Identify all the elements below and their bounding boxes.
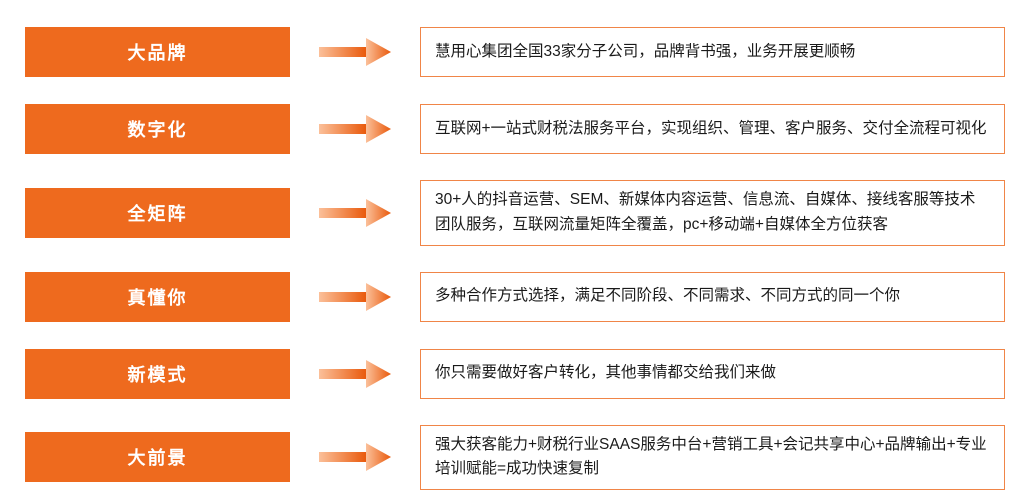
feature-row: 新模式 你只需要做好客户转化，其他事情都交给我们来做	[25, 348, 1005, 400]
feature-description-box: 强大获客能力+财税行业SAAS服务中台+营销工具+会记共享中心+品牌输出+专业培…	[420, 424, 1005, 491]
arrow-right-icon	[290, 114, 420, 144]
arrow-right-icon	[290, 442, 420, 472]
feature-row: 大品牌 慧用心集团全国33家分子公司，品牌背书强，业务开展更顺畅	[25, 26, 1005, 78]
feature-description: 强大获客能力+财税行业SAAS服务中台+营销工具+会记共享中心+品牌输出+专业培…	[435, 435, 987, 478]
feature-label-box: 数字化	[25, 104, 290, 154]
feature-description-box: 多种合作方式选择，满足不同阶段、不同需求、不同方式的同一个你	[420, 271, 1005, 322]
feature-label-box: 真懂你	[25, 271, 290, 322]
feature-label: 全矩阵	[127, 203, 188, 224]
feature-label-box: 大前景	[25, 432, 290, 483]
feature-description-box: 你只需要做好客户转化，其他事情都交给我们来做	[420, 348, 1005, 399]
feature-description: 你只需要做好客户转化，其他事情都交给我们来做	[435, 364, 777, 382]
feature-label: 新模式	[127, 364, 188, 385]
feature-description: 慧用心集团全国33家分子公司，品牌背书强，业务开展更顺畅	[435, 42, 856, 60]
feature-row: 大前景 强大获客能力+财税行业SAAS服务中台+营销工具+会记共享中心+品牌输出…	[25, 424, 1005, 491]
feature-label: 大前景	[127, 448, 188, 469]
arrow-right-icon	[290, 37, 420, 67]
feature-label: 大品牌	[127, 43, 188, 63]
feature-description-box: 互联网+一站式财税法服务平台，实现组织、管理、客户服务、交付全流程可视化	[420, 104, 1005, 154]
feature-row: 数字化 互联网+一站式财税法服务平台，实现组织、管理、客户服务、交付全流程可视化	[25, 103, 1005, 155]
feature-row: 全矩阵 30+人的抖音运营、SEM、新媒体内容运营、信息流、自媒体、接线客服等技…	[25, 180, 1005, 246]
feature-rows: 大品牌 慧用心集团全国33家分子公司，品牌背书强，业务开展更顺畅 数字化	[25, 26, 1005, 491]
feature-label: 真懂你	[127, 287, 188, 308]
arrow-right-icon	[290, 198, 420, 228]
feature-description: 30+人的抖音运营、SEM、新媒体内容运营、信息流、自媒体、接线客服等技术团队服…	[435, 191, 976, 233]
feature-description-box: 慧用心集团全国33家分子公司，品牌背书强，业务开展更顺畅	[420, 27, 1005, 77]
arrow-right-icon	[290, 282, 420, 312]
feature-label: 数字化	[127, 120, 188, 140]
feature-description: 多种合作方式选择，满足不同阶段、不同需求、不同方式的同一个你	[435, 287, 901, 305]
feature-label-box: 新模式	[25, 348, 290, 399]
feature-description-box: 30+人的抖音运营、SEM、新媒体内容运营、信息流、自媒体、接线客服等技术团队服…	[420, 180, 1005, 246]
feature-description: 互联网+一站式财税法服务平台，实现组织、管理、客户服务、交付全流程可视化	[435, 119, 987, 137]
feature-row: 真懂你 多种合作方式选择，满足不同阶段、不同需求、不同方式的同一个你	[25, 271, 1005, 323]
arrow-right-icon	[290, 359, 420, 389]
feature-label-box: 全矩阵	[25, 187, 290, 238]
feature-label-box: 大品牌	[25, 27, 290, 77]
